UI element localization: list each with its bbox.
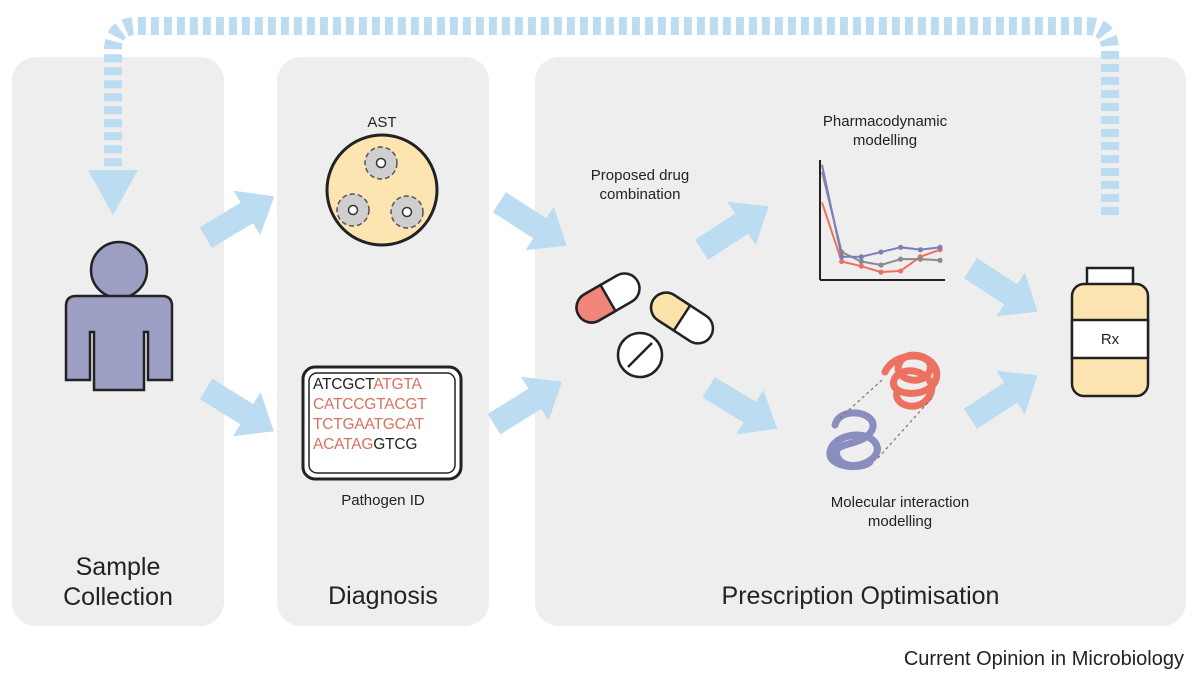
interaction-lines (839, 379, 933, 459)
chart-point (858, 254, 864, 260)
arrow-pathogen-to-drugs (487, 376, 562, 435)
pill-red-icon (575, 272, 641, 324)
dna-highlight: ATGTA (373, 376, 422, 393)
chart-point (898, 268, 904, 274)
arrow-pharmacodynamic-to-rx (963, 258, 1038, 317)
feedback-loop-path (104, 17, 1119, 215)
dna-line-4: ACATAGGTCG (313, 435, 451, 455)
chart-point (858, 258, 864, 265)
feedback-loop-arrowhead (88, 170, 138, 215)
dna-line-2: CATCCGTACGT (313, 395, 451, 415)
pharmacodynamic-label: Pharmacodynamic modelling (822, 113, 948, 149)
person-icon (64, 240, 174, 392)
dna-highlight: CATCCGTACGT (313, 396, 427, 413)
dna-plain: ATCGCT (313, 376, 374, 393)
tablet-icon (616, 331, 664, 379)
protein-blue-icon (826, 409, 881, 471)
pill-yellow-icon (649, 291, 715, 345)
arrow-sample-to-ast (199, 190, 275, 248)
molecular-label: Molecular interaction modelling (830, 494, 970, 530)
pharmacodynamic-chart (819, 160, 945, 281)
arrow-drugs-to-pharmacodynamic (694, 201, 769, 260)
proposed-drug-label: Proposed drug combination (590, 167, 690, 203)
chart-point (898, 244, 904, 250)
dna-sequence-box (301, 365, 463, 481)
dna-highlight: ACATAG (313, 436, 374, 453)
journal-footer: Current Opinion in Microbiology (903, 648, 1184, 670)
arrow-ast-to-drugs (492, 192, 567, 251)
chart-point (898, 256, 904, 262)
chart-point (839, 258, 845, 265)
dna-sequence: ATCGCTATGTA CATCCGTACGT TCTGAATGCAT ACAT… (313, 375, 451, 455)
chart-point (878, 269, 884, 275)
pathogen-id-label: Pathogen ID (341, 492, 425, 509)
ast-label: AST (367, 114, 397, 131)
chart-point (937, 257, 943, 263)
chart-point (878, 249, 884, 255)
dna-tail: GTCG (373, 436, 418, 453)
prescription-jar-icon (1070, 266, 1150, 398)
chart-point (878, 262, 884, 268)
protein-red-icon (881, 351, 941, 410)
chart-point (917, 247, 923, 253)
chart-point (839, 254, 845, 260)
arrow-drugs-to-molecular (702, 377, 778, 435)
prescription-optimisation-panel (535, 57, 1186, 626)
petri-dish-icon (325, 133, 439, 247)
dna-line-1: ATCGCTATGTA (313, 375, 451, 395)
arrow-molecular-to-rx (963, 370, 1038, 429)
prescription-optimisation-title: Prescription Optimisation (721, 582, 1000, 610)
sample-collection-title: Sample Collection (63, 553, 173, 611)
arrow-sample-to-pathogen (199, 378, 274, 437)
dna-line-3: TCTGAATGCAT (313, 415, 451, 435)
dna-highlight: TCTGAATGCAT (313, 416, 424, 433)
chart-point (917, 256, 923, 262)
rx-label: Rx (1100, 331, 1120, 348)
chart-point (858, 263, 864, 269)
diagnosis-title: Diagnosis (328, 582, 438, 610)
chart-point (937, 244, 943, 250)
